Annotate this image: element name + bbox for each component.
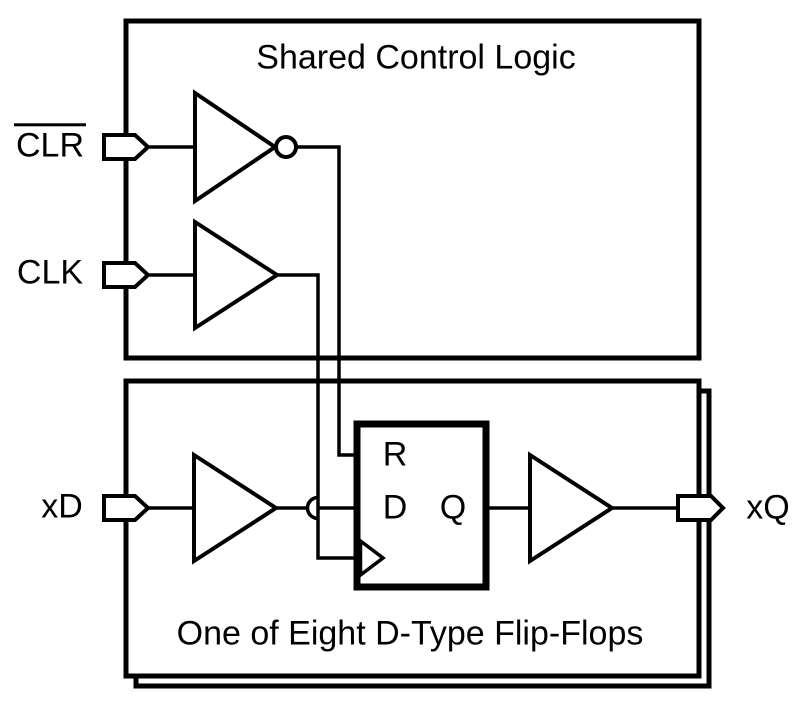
xq-port-label: xQ (746, 488, 790, 527)
clk-to-clock-wire (273, 273, 360, 560)
xd-pin (102, 494, 151, 522)
output-buffer-triangle (528, 451, 616, 565)
clr-port-label: CLR (13, 123, 87, 164)
xd-port-label: xD (41, 487, 83, 526)
wire-hop-arc (305, 495, 319, 521)
clr-inverter-triangle (193, 89, 279, 205)
xq-pin (676, 494, 726, 522)
clr-to-reset-wire (294, 145, 360, 457)
clk-port-label: CLK (16, 253, 84, 292)
clk-buffer-triangle (193, 218, 281, 332)
bottom-block-title: One of Eight D-Type Flip-Flops (176, 614, 644, 653)
clr-overline-text: CLR (13, 123, 87, 164)
dff-reset-label: R (382, 435, 408, 474)
dff-output-label: Q (439, 488, 467, 527)
inverter-bubble (274, 135, 298, 159)
dff-data-label: D (382, 488, 408, 527)
xd-buffer-triangle (192, 451, 280, 565)
top-block-title: Shared Control Logic (256, 38, 576, 77)
clk-pin (102, 261, 151, 289)
clock-edge-triangle-icon (358, 537, 386, 579)
clr-pin (102, 133, 151, 161)
